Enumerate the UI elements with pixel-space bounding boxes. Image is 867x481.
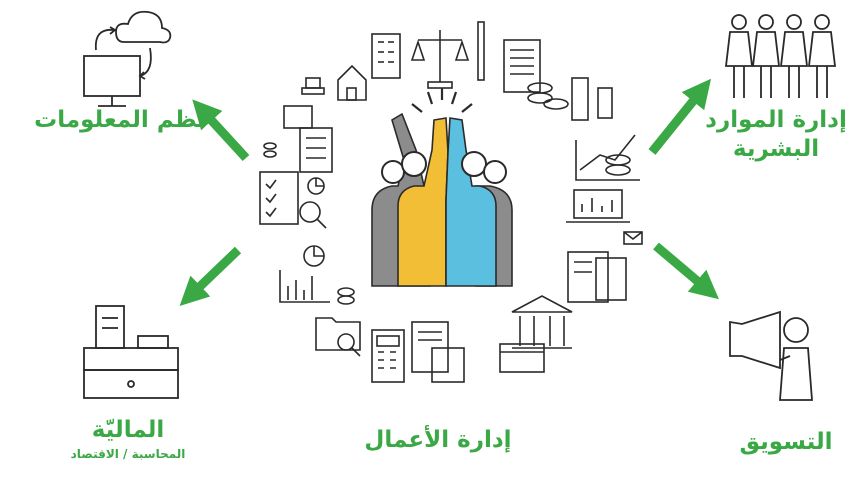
finance-label-main: الماليّة xyxy=(91,417,165,443)
people-group-icon xyxy=(724,14,837,98)
scales-of-justice-icon xyxy=(410,30,470,89)
arrow-to-finance xyxy=(179,246,242,306)
pie-chart-icon xyxy=(303,177,325,267)
finance-sublabel: المحاسبة / الاقتصاد xyxy=(70,446,186,461)
arrow-to-hr xyxy=(648,78,712,155)
id-card-icon xyxy=(283,105,333,173)
computer-cloud-sync-icon xyxy=(83,10,172,107)
document-icon xyxy=(503,39,541,93)
marketing-label: التسويق xyxy=(739,429,833,455)
binder-icon xyxy=(571,77,613,121)
finance-label: الماليّة المحاسبة / الاقتصاد xyxy=(28,416,228,462)
house-icon xyxy=(337,64,367,101)
clipboard-checklist-icon xyxy=(259,171,327,229)
bank-icon xyxy=(511,295,573,349)
invoice-icon xyxy=(411,321,465,383)
laptop-chart-icon xyxy=(566,189,630,223)
folder-search-icon xyxy=(315,317,361,357)
coins-small-icon xyxy=(263,142,355,305)
arrow-to-info-systems xyxy=(192,99,250,162)
info-systems-label: نظم المعلومات xyxy=(34,107,206,133)
newspaper-icon xyxy=(567,251,627,303)
hr-label-line2: البشرية xyxy=(732,135,820,162)
bar-chart-icon xyxy=(279,270,330,303)
hr-label-line1: إدارة الموارد xyxy=(705,107,847,133)
coins-stack-icon xyxy=(527,82,569,110)
growth-chart-icon xyxy=(575,134,640,181)
arrow-to-marketing xyxy=(653,242,719,300)
business-icons-ring xyxy=(259,21,643,383)
credit-card-icon xyxy=(499,343,545,373)
megaphone-person-icon xyxy=(729,310,813,401)
calculator-icon xyxy=(371,329,405,383)
envelope-icon xyxy=(623,231,643,245)
center-label: إدارة الأعمال xyxy=(364,427,512,453)
teamwork-high-five-icon xyxy=(371,88,513,287)
cash-register-icon xyxy=(83,305,179,399)
pen-icon xyxy=(477,21,485,81)
stamp-icon xyxy=(301,77,325,95)
building-icon xyxy=(371,33,401,79)
hr-label: إدارة الموارد البشرية xyxy=(688,106,864,164)
